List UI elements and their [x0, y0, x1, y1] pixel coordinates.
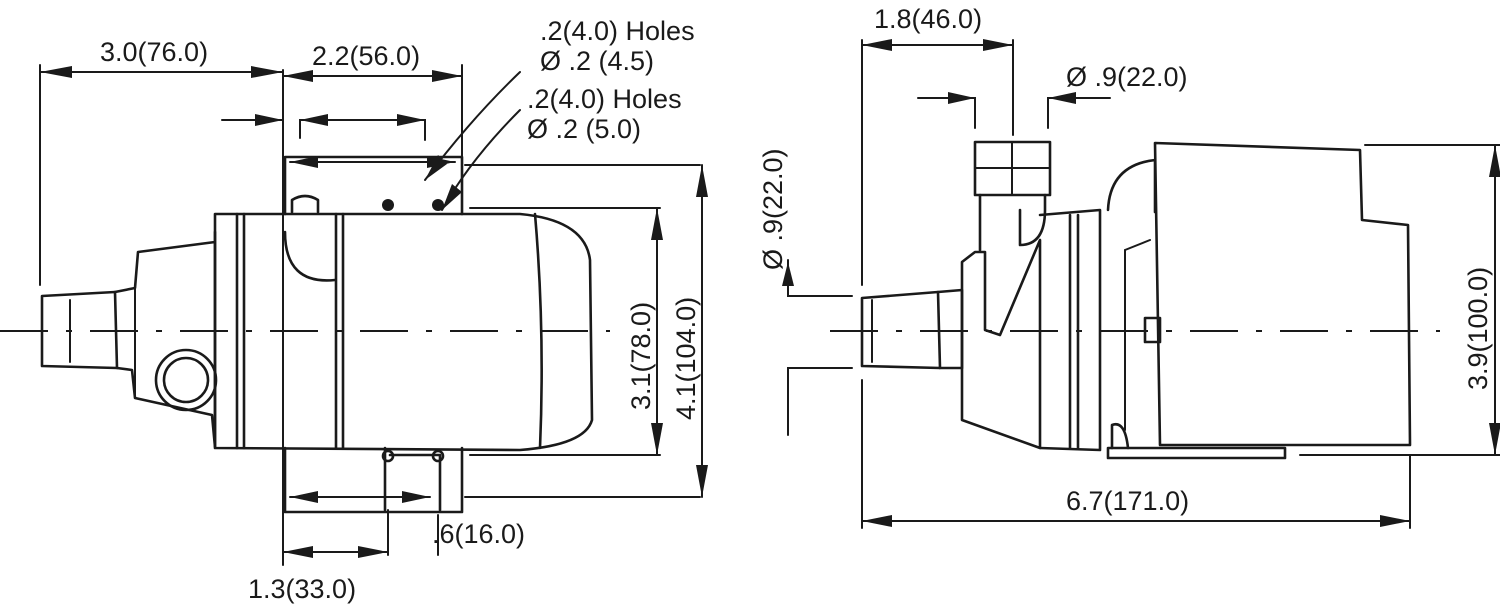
side-terminal-bump: [290, 194, 320, 214]
dim-label-body-height: 3.1(78.0): [626, 302, 656, 410]
dim-label-inlet-diameter: Ø .9(22.0): [758, 148, 788, 270]
hole-circle: [431, 449, 445, 463]
front-view: 1.8(46.0) Ø .9(22.0) Ø .9(22.0) 3.9(100.…: [758, 4, 1500, 529]
side-port-inner: [162, 356, 210, 404]
dim-label-bottom-spacing: 1.3(33.0): [248, 574, 356, 604]
hole-callout-1-line1: .2(4.0) Holes: [540, 16, 695, 46]
side-bottom-bracket: [283, 446, 464, 514]
side-view: 3.0(76.0) 2.2(56.0) .2(4.0) Holes Ø .2 (…: [0, 16, 708, 604]
hole-circle: [381, 449, 395, 463]
front-dome: [1106, 158, 1157, 214]
side-pump-head: [113, 230, 217, 449]
front-motor-body: [1153, 141, 1412, 447]
hole-callout-2-line2: Ø .2 (5.0): [527, 114, 641, 144]
dim-label-overall-length-front: 6.7(171.0): [1066, 486, 1189, 516]
dim-label-overall-length: 3.0(76.0): [100, 37, 208, 67]
hole-callout-1-line2: Ø .2 (4.5): [540, 46, 654, 76]
dim-label-outlet-diameter: Ø .9(22.0): [1066, 62, 1188, 92]
front-outlet-fitting: [973, 140, 1052, 197]
dim-label-mount-width: 2.2(56.0): [312, 41, 420, 71]
front-base-plate: [1106, 446, 1287, 460]
hole-callout-2-line1: .2(4.0) Holes: [527, 84, 682, 114]
dim-label-bottom-slot: .6(16.0): [432, 519, 525, 549]
dim-label-total-height: 4.1(104.0): [671, 297, 701, 420]
front-pump-head: [960, 238, 1042, 450]
hole-dot: [382, 199, 394, 211]
dim-label-height: 3.9(100.0): [1463, 267, 1493, 390]
dim-label-outlet-offset: 1.8(46.0): [874, 4, 982, 34]
hole-dot: [432, 199, 444, 211]
